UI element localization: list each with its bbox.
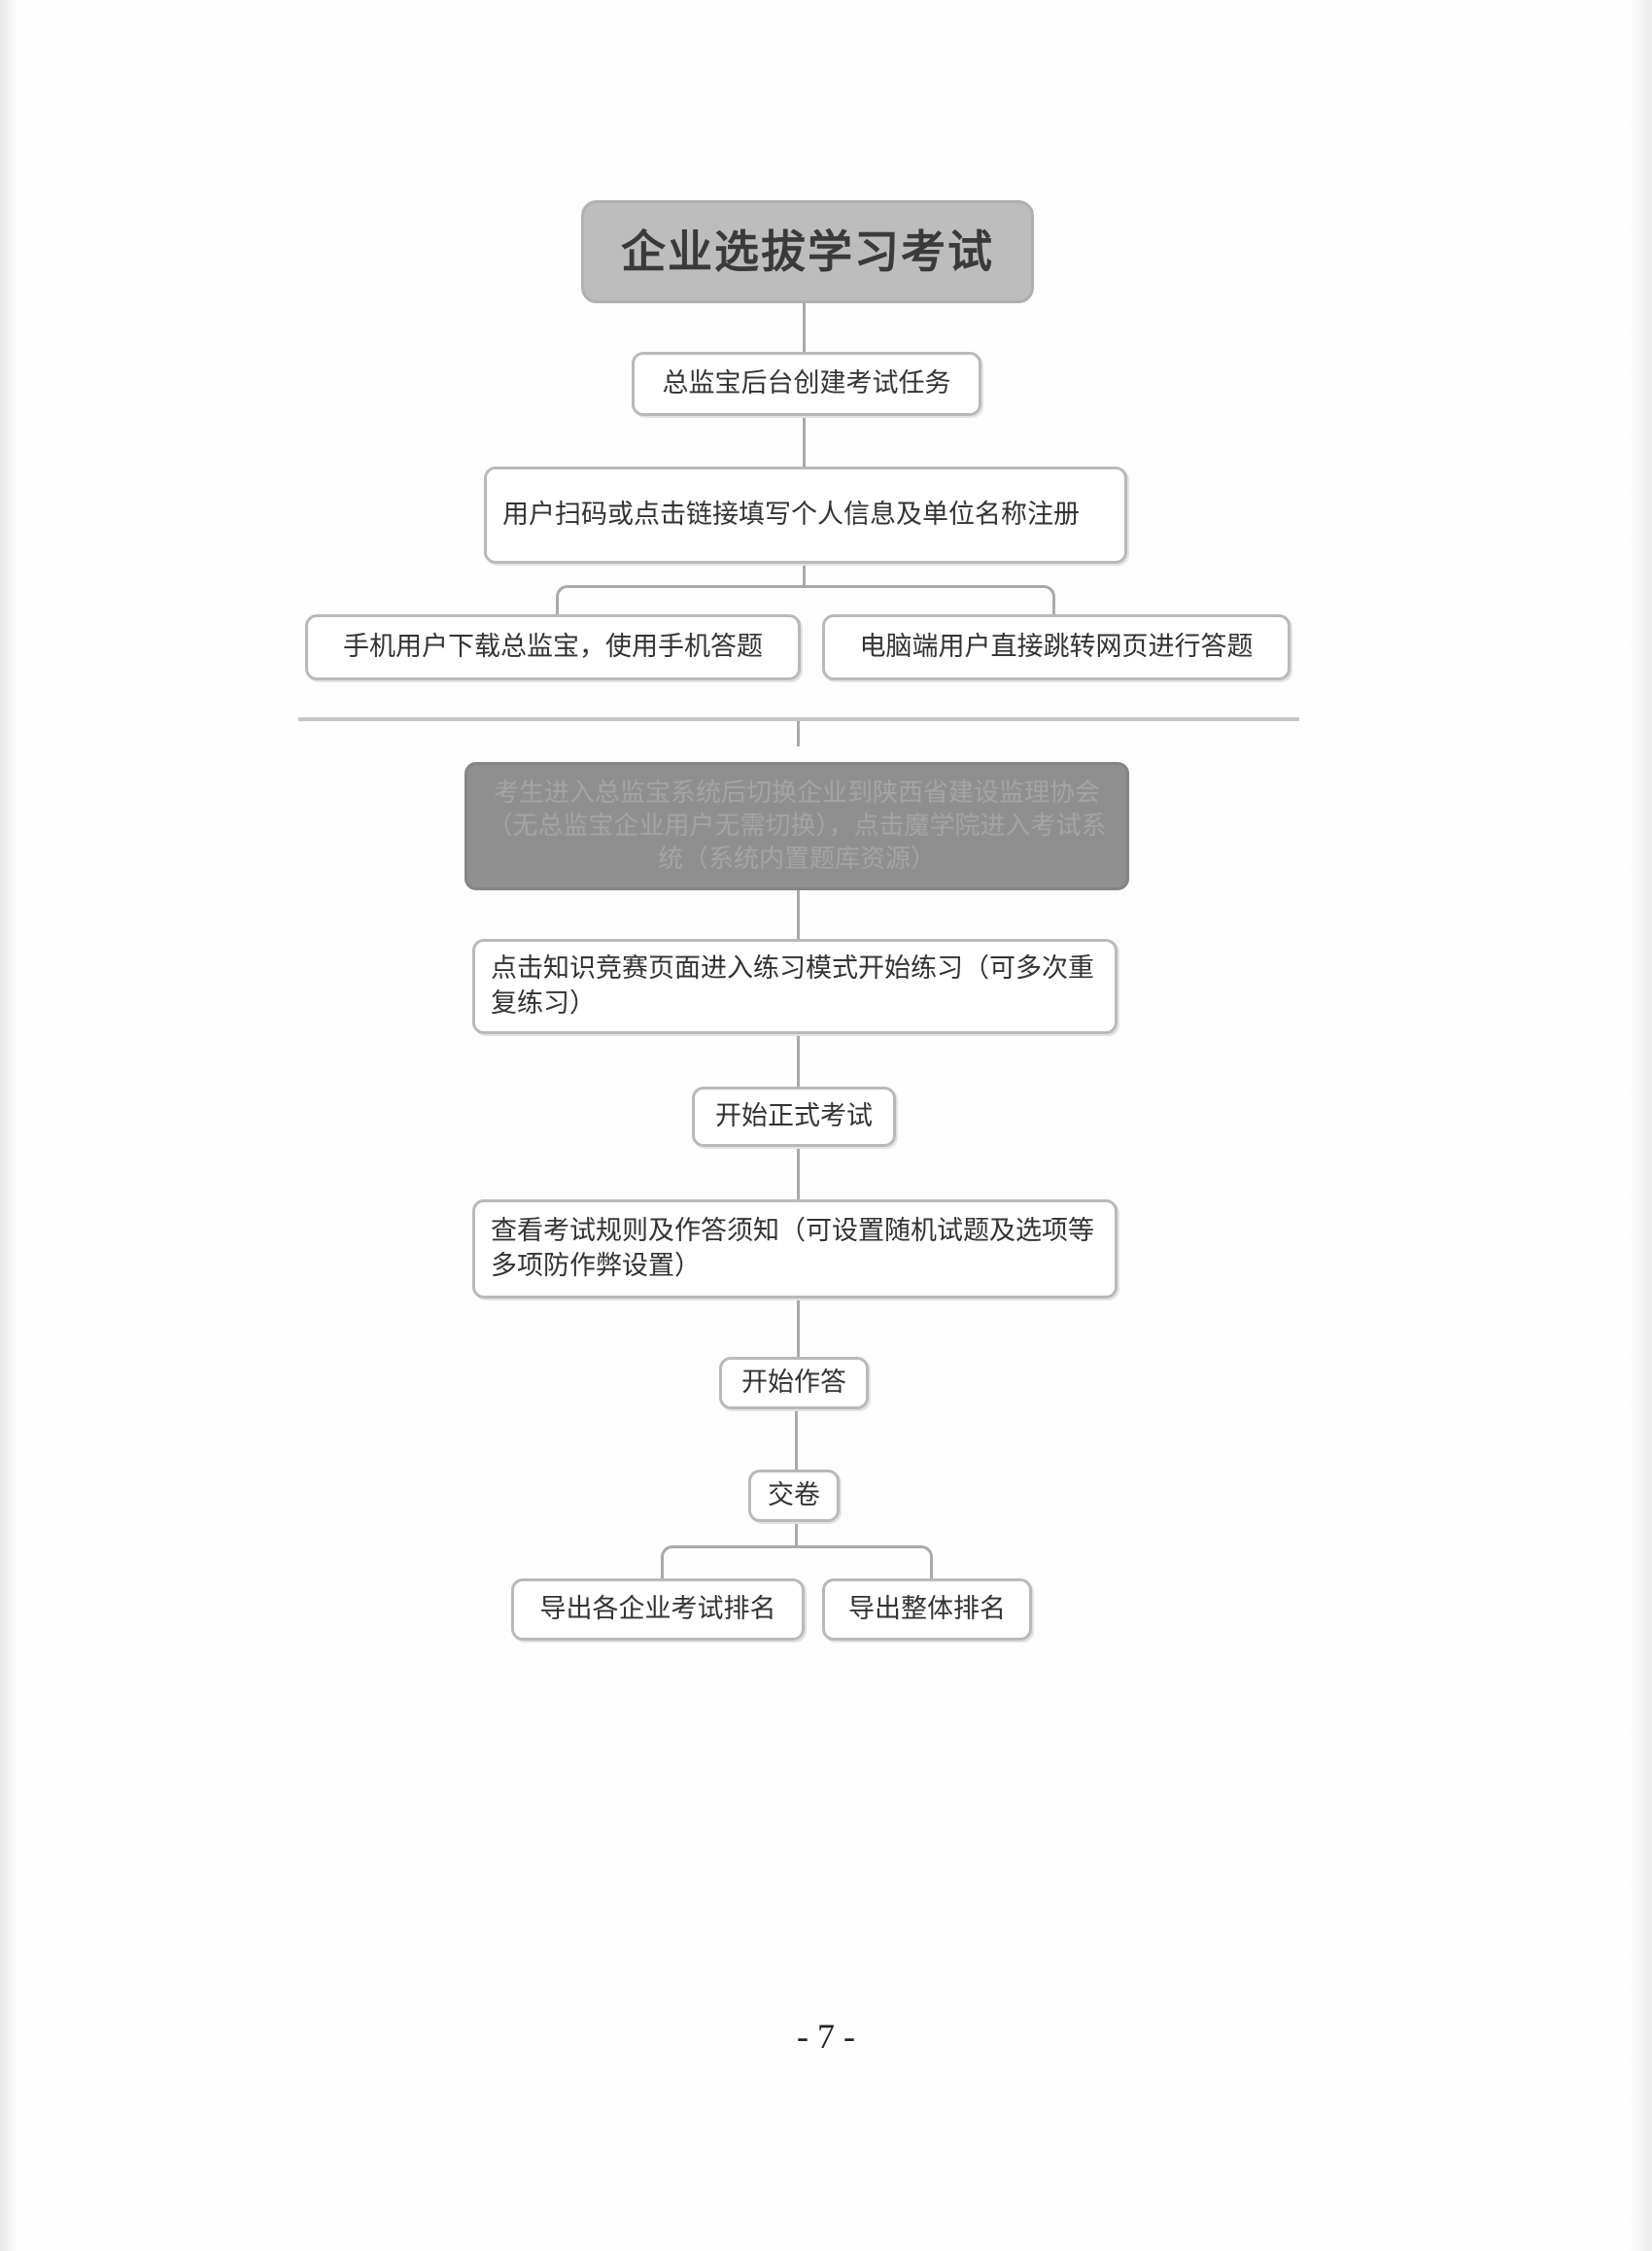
section-divider [298,717,1299,721]
flowchart-title: 企业选拔学习考试 [581,200,1034,303]
connector-title-create [803,303,806,352]
connector-answer-submit [795,1409,798,1470]
step-mobile-answer: 手机用户下载总监宝，使用手机答题 [305,614,801,680]
connector-start-rules [797,1147,800,1199]
step-create-task: 总监宝后台创建考试任务 [632,352,981,416]
step-export-company: 导出各企业考试排名 [511,1578,805,1641]
step-practice-text: 点击知识竞赛页面进入练习模式开始练习（可多次重复练习） [491,953,1094,1019]
step-export-overall: 导出整体排名 [822,1578,1032,1641]
step-submit: 交卷 [748,1470,840,1522]
connector-create-register [803,416,806,467]
connector-submit-split [795,1522,798,1547]
step-mobile-answer-text: 手机用户下载总监宝，使用手机答题 [343,632,763,662]
step-start-answer: 开始作答 [719,1357,869,1409]
connector-practice-start [797,1034,800,1087]
step-submit-text: 交卷 [768,1480,820,1510]
step-start-exam-text: 开始正式考试 [715,1101,873,1131]
step-enter-system-text: 考生进入总监宝系统后切换企业到陕西省建设监理协会（无总监宝企业用户无需切换），点… [487,779,1107,874]
step-register: 用户扫码或点击链接填写个人信息及单位名称注册 [484,467,1127,564]
step-register-text: 用户扫码或点击链接填写个人信息及单位名称注册 [502,500,1080,530]
step-view-rules-text: 查看考试规则及作答须知（可设置随机试题及选项等多项防作弊设置） [491,1216,1094,1281]
connector-divider-dark [797,721,800,746]
flowchart-title-text: 企业选拔学习考试 [621,225,994,278]
step-export-overall-text: 导出整体排名 [848,1594,1006,1624]
step-pc-answer-text: 电脑端用户直接跳转网页进行答题 [859,632,1254,662]
step-practice: 点击知识竞赛页面进入练习模式开始练习（可多次重复练习） [472,939,1118,1034]
branch-bracket-export [661,1545,933,1578]
step-start-answer-text: 开始作答 [741,1368,846,1398]
connector-dark-practice [797,890,800,939]
branch-bracket-answer [556,585,1055,616]
connector-rules-answer [797,1299,800,1357]
page-number: - 7 - [797,2017,855,2056]
step-start-exam: 开始正式考试 [692,1087,896,1147]
connector-register-split [803,564,806,587]
step-view-rules: 查看考试规则及作答须知（可设置随机试题及选项等多项防作弊设置） [472,1199,1118,1299]
step-pc-answer: 电脑端用户直接跳转网页进行答题 [822,614,1291,680]
step-enter-system: 考生进入总监宝系统后切换企业到陕西省建设监理协会（无总监宝企业用户无需切换），点… [465,762,1129,890]
step-export-company-text: 导出各企业考试排名 [539,1594,776,1624]
step-create-task-text: 总监宝后台创建考试任务 [662,368,951,398]
